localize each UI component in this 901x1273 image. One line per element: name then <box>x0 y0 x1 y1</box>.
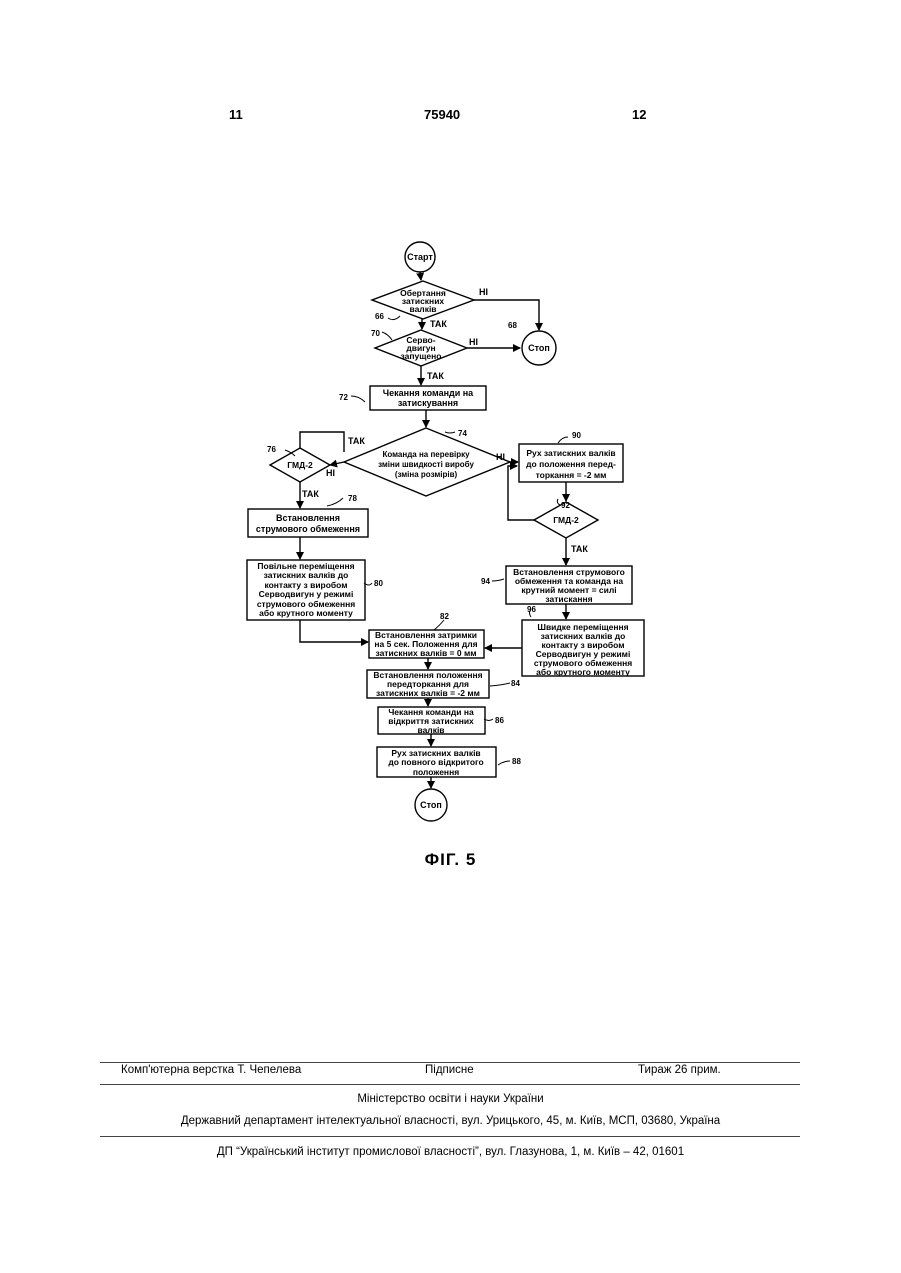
slow-move-line-6: або крутного моменту <box>259 608 353 618</box>
rotation-line-3: валків <box>409 304 436 314</box>
ref-74: 74 <box>458 429 467 438</box>
wait-open-line-3: валків <box>417 725 444 735</box>
check-speed-line-1: Команда на перевірку <box>382 450 470 459</box>
footer-rule-middle <box>100 1084 800 1085</box>
full-open-line-2: до повного відкритого <box>388 757 483 767</box>
ref-92: 92 <box>561 501 570 510</box>
check-speed-line-2: зміни швидкості виробу <box>378 460 474 469</box>
start-label: Старт <box>407 252 433 262</box>
ref-84: 84 <box>511 679 520 688</box>
footer-layout-credit: Комп'ютерна верстка Т. Чепелева <box>121 1064 301 1076</box>
ref-94: 94 <box>481 577 490 586</box>
move-rollers-line-3: торкання = -2 мм <box>536 470 607 480</box>
slow-move-line-2: затискних валків до <box>264 570 349 580</box>
ref-68: 68 <box>508 321 517 330</box>
move-rollers-line-1: Рух затискних валків <box>526 448 615 458</box>
gmd-right-yes-label: ТАК <box>571 544 588 554</box>
gmd-left-no-label: НІ <box>326 468 335 478</box>
stop-bottom-label: Стоп <box>420 800 442 810</box>
full-open-line-3: положення <box>413 767 459 777</box>
check-yes-label: ТАК <box>348 436 365 446</box>
gmd-left-label: ГМД-2 <box>287 460 313 470</box>
ref-76: 76 <box>267 445 276 454</box>
ref-88: 88 <box>512 757 521 766</box>
ref-86: 86 <box>495 716 504 725</box>
footer-rule-top <box>100 1062 800 1063</box>
wait-clamp-line-1: Чекання команди на <box>383 388 474 398</box>
footer-circulation: Тираж 26 прим. <box>638 1064 721 1076</box>
ref-72: 72 <box>339 393 348 402</box>
servo-line-3: запущено <box>401 351 442 361</box>
ref-80: 80 <box>374 579 383 588</box>
current-limit-line-1: Встановлення <box>276 513 340 523</box>
wait-clamp-line-2: затискування <box>398 398 458 408</box>
rotation-yes-label: ТАК <box>430 319 447 329</box>
servo-yes-label: ТАК <box>427 371 444 381</box>
move-rollers-line-2: до положення перед- <box>526 459 616 469</box>
footer-signed: Підписне <box>425 1064 474 1076</box>
check-no-label: НІ <box>496 452 505 462</box>
ref-66: 66 <box>375 312 384 321</box>
fast-move-line-6: або крутного моменту <box>536 667 630 677</box>
pretouch-line-3: затискних валків = -2 мм <box>376 688 480 698</box>
gmd-right-label: ГМД-2 <box>553 515 579 525</box>
current-limit-line-2: струмового обмеження <box>256 524 360 534</box>
slow-move-line-4: Серводвигун у режимі <box>259 589 354 599</box>
stop-right-label: Стоп <box>528 343 550 353</box>
ref-82: 82 <box>440 612 449 621</box>
ref-70: 70 <box>371 329 380 338</box>
current-torque-line-4: затискання <box>545 594 592 604</box>
footer-rule-bottom <box>100 1136 800 1137</box>
rotation-no-label: НІ <box>479 287 488 297</box>
footer-institute: ДП “Український інститут промислової вла… <box>0 1146 901 1158</box>
check-speed-line-3: (зміна розмірів) <box>395 470 458 479</box>
footer-department: Державний департамент інтелектуальної вл… <box>0 1115 901 1127</box>
ref-90: 90 <box>572 431 581 440</box>
figure-caption: ФІГ. 5 <box>0 850 901 870</box>
ref-96: 96 <box>527 605 536 614</box>
footer-ministry: Міністерство освіти і науки України <box>0 1093 901 1105</box>
servo-no-label: НІ <box>469 337 478 347</box>
delay-line-3: затискних валків = 0 мм <box>375 648 476 658</box>
ref-78: 78 <box>348 494 357 503</box>
gmd-left-yes-label: ТАК <box>302 489 319 499</box>
